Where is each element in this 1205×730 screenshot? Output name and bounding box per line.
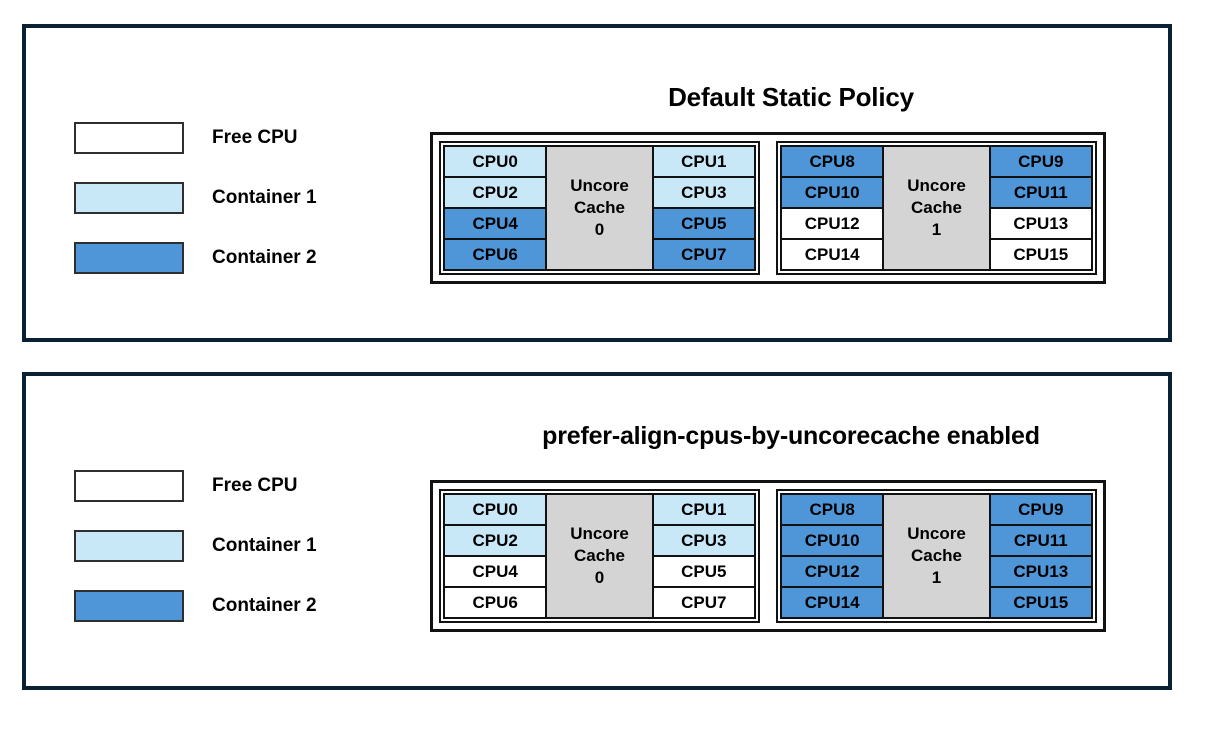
cpu-cell: CPU4	[443, 555, 548, 588]
legend-swatch-container-1	[74, 182, 184, 214]
legend-item: Container 1	[74, 528, 317, 564]
legend-item: Container 1	[74, 180, 317, 216]
legend: Free CPU Container 1 Container 2	[74, 468, 317, 624]
cpu-cell: CPU10	[780, 176, 885, 209]
legend-item-label: Container 2	[212, 247, 317, 268]
uncore-cache-index: 1	[931, 567, 942, 587]
cpu-cell: CPU10	[780, 524, 885, 557]
legend-item-label: Container 1	[212, 535, 317, 556]
legend-swatch-container-2	[74, 590, 184, 622]
uncore-cache-label-line2: Cache	[910, 546, 962, 566]
legend-item: Free CPU	[74, 468, 317, 504]
uncore-cache-index: 0	[594, 567, 605, 587]
cpu-cell: CPU14	[780, 238, 885, 271]
cpu-cell: CPU13	[988, 207, 1093, 240]
uncore-cache-label-line2: Cache	[910, 198, 962, 218]
cpu-cell: CPU0	[443, 145, 548, 178]
page-title: prefer-align-cpus-by-uncorecache enabled	[542, 422, 1040, 450]
cpu-cell: CPU5	[651, 207, 756, 240]
cpu-cell: CPU6	[443, 586, 548, 619]
cpu-cell: CPU1	[651, 493, 756, 526]
uncore-cache-label-line1: Uncore	[570, 524, 629, 544]
legend-swatch-container-2	[74, 242, 184, 274]
uncore-cache-index: 1	[931, 219, 942, 239]
cpu-cell: CPU6	[443, 238, 548, 271]
cpu-cell: CPU7	[651, 238, 756, 271]
legend-swatch-free-cpu	[74, 470, 184, 502]
page-title: Default Static Policy	[668, 82, 914, 112]
cpu-cell: CPU8	[780, 145, 885, 178]
legend-swatch-free-cpu	[74, 122, 184, 154]
diagram-panel-prefer-align-cpus-by-uncorecache: prefer-align-cpus-by-uncorecache enabled…	[22, 372, 1172, 690]
cpu-cell: CPU5	[651, 555, 756, 588]
legend-item-label: Container 1	[212, 187, 317, 208]
cpu-cell: CPU9	[988, 493, 1093, 526]
cpu-cell: CPU3	[651, 176, 756, 209]
cpu-cell: CPU9	[988, 145, 1093, 178]
uncore-cache-label-line1: Uncore	[907, 524, 966, 544]
cpu-cell: CPU15	[988, 238, 1093, 271]
legend: Free CPU Container 1 Container 2	[74, 120, 317, 276]
cpu-cell: CPU12	[780, 555, 885, 588]
legend-item-label: Container 2	[212, 595, 317, 616]
legend-item-label: Free CPU	[212, 475, 298, 496]
cpu-cell: CPU11	[988, 524, 1093, 557]
cpu-cell: CPU3	[651, 524, 756, 557]
legend-item: Container 2	[74, 240, 317, 276]
cpu-cell: CPU1	[651, 145, 756, 178]
cpu-cell: CPU0	[443, 493, 548, 526]
cpu-cell: CPU7	[651, 586, 756, 619]
cpu-cell: CPU15	[988, 586, 1093, 619]
uncore-cache-index: 0	[594, 219, 605, 239]
legend-swatch-container-1	[74, 530, 184, 562]
diagram-panel-default-static-policy: Default Static Policy Free CPU Container …	[22, 24, 1172, 342]
cpu-cell: CPU11	[988, 176, 1093, 209]
cpu-cell: CPU12	[780, 207, 885, 240]
cpu-cell: CPU2	[443, 524, 548, 557]
legend-item: Free CPU	[74, 120, 317, 156]
legend-item-label: Free CPU	[212, 127, 298, 148]
uncore-cache-label-line2: Cache	[573, 198, 625, 218]
uncore-cache-label-line2: Cache	[573, 546, 625, 566]
uncore-cache-label-line1: Uncore	[907, 176, 966, 196]
cpu-cell: CPU4	[443, 207, 548, 240]
cpu-cell: CPU2	[443, 176, 548, 209]
cpu-cell: CPU13	[988, 555, 1093, 588]
legend-item: Container 2	[74, 588, 317, 624]
cpu-cell: CPU8	[780, 493, 885, 526]
cpu-cell: CPU14	[780, 586, 885, 619]
uncore-cache-label-line1: Uncore	[570, 176, 629, 196]
